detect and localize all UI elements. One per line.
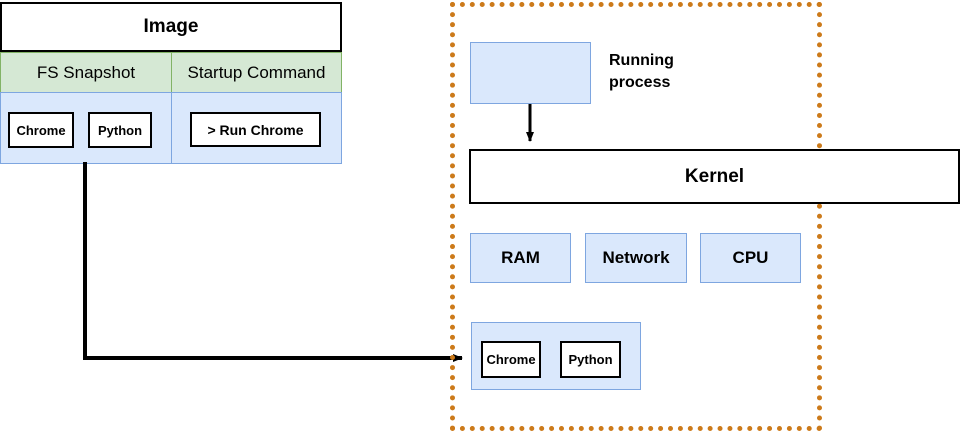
- kernel-box[interactable]: Kernel: [469, 149, 960, 204]
- sandbox-boundary: [450, 2, 822, 431]
- running-process-label-line2: process: [609, 73, 671, 91]
- running-process-label: Running process: [609, 50, 729, 93]
- resource-box-cpu[interactable]: CPU: [700, 233, 801, 283]
- fs-snapshot-item-chrome[interactable]: Chrome: [8, 112, 74, 148]
- resource-box-ram[interactable]: RAM: [470, 233, 571, 283]
- column-header-startup-command: Startup Command: [171, 52, 342, 93]
- running-process-label-line1: Running: [609, 52, 674, 69]
- image-card-title: Image: [0, 2, 342, 52]
- startup-command-item-run-chrome[interactable]: > Run Chrome: [190, 112, 321, 147]
- running-process-box[interactable]: [470, 42, 591, 104]
- connector-image-to-sandbox: [83, 162, 463, 362]
- fs-snapshot-item-python[interactable]: Python: [88, 112, 152, 148]
- sandbox-app-python[interactable]: Python: [560, 341, 621, 378]
- sandbox-app-chrome[interactable]: Chrome: [481, 341, 541, 378]
- resource-box-network[interactable]: Network: [585, 233, 687, 283]
